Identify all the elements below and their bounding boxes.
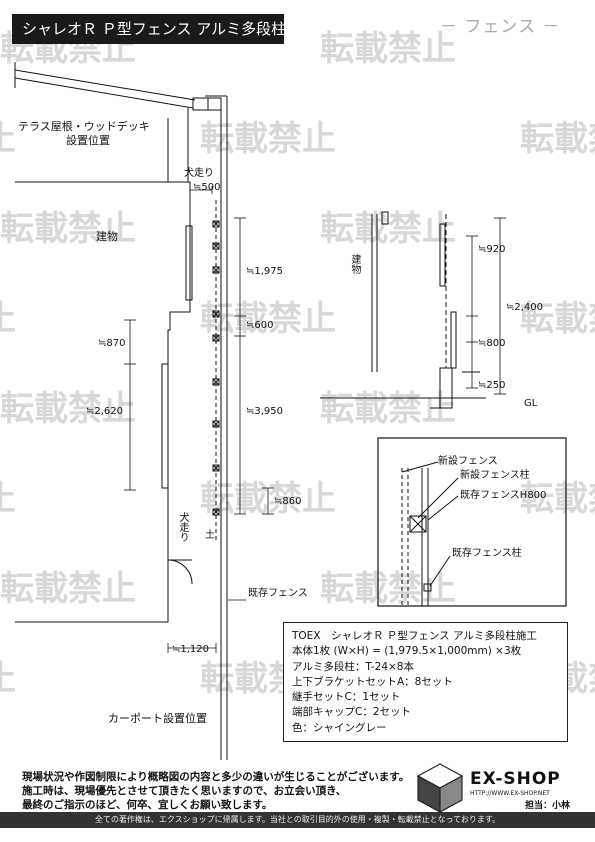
spec-line: 色：シャイングレー — [292, 721, 387, 734]
new-fence-label: 新設フェンス — [438, 456, 498, 467]
window — [161, 363, 169, 489]
notice-line: 最終のご指示のほど、何卒、宜しくお願い致します。 — [22, 799, 273, 811]
watermark-text: 転載禁止 — [320, 389, 456, 429]
dim-860: ≒860 — [274, 496, 302, 507]
brand-url: HTTP://WWW.EX-SHOP.NET — [470, 790, 550, 797]
watermark-text: 転載禁止 — [520, 119, 595, 159]
dim-870: ≒870 — [98, 338, 126, 349]
existing-fence-label: 既存フェンス — [248, 588, 308, 599]
brand-name: EX-SHOP — [470, 769, 561, 789]
elevation-building-label: 建物 — [349, 254, 360, 274]
watermark-text: 転載禁止 — [320, 569, 456, 609]
watermark-text: 転載禁止 — [0, 209, 136, 249]
building-outline — [15, 108, 191, 623]
spec-line: アルミ多段柱：T-24×8本 — [292, 660, 414, 673]
roof-line — [14, 69, 196, 101]
elevation-view — [320, 211, 506, 409]
watermark-text: 転載禁止 — [320, 29, 456, 69]
plan-dimensions — [124, 186, 274, 653]
dim-2620: ≒2,620 — [86, 406, 124, 417]
carport-label: カーポート設置位置 — [108, 712, 207, 725]
spec-box: TOEX シャレオＲ Ｐ型フェンス アルミ多段柱施工 本体1枚 (W×H) = … — [283, 622, 568, 742]
watermark-text: 転載禁止 — [0, 479, 16, 519]
category-label: － フェンス － — [440, 17, 561, 37]
dim-800: ≒800 — [478, 338, 506, 349]
watermark-text: 転載禁止 — [0, 299, 16, 339]
notice-line: 施工時は、現場優先とさせて頂きたく思いますので、お立会い頂き、 — [22, 785, 347, 797]
dim-2400: ≒2,400 — [506, 302, 544, 313]
notice-text: 現場状況や作図制限により概略図の内容と多少の違いが生じることがございます。 施工… — [22, 770, 410, 812]
building-label: 建物 — [96, 230, 118, 243]
watermark-text: 転載禁止 — [0, 119, 16, 159]
detail-view — [377, 437, 567, 607]
new-post-label: 新設フェンス柱 — [460, 470, 530, 481]
dim-600: ≒600 — [246, 320, 274, 331]
soil-label: 土 — [205, 530, 215, 541]
copyright-footer: 全ての著作権は、エクスショップに帰属します。当社との取引目的外の使用・複製・転載… — [0, 812, 595, 828]
dog-run-label: 犬走り — [184, 168, 214, 179]
dim-500: ≒500 — [193, 182, 221, 193]
roof-line-inner — [14, 77, 194, 109]
watermark-text: 転載禁止 — [200, 119, 336, 159]
existing-fence-h800-label: 既存フェンスH800 — [460, 490, 547, 501]
dim-3950: ≒3,950 — [246, 406, 284, 417]
spec-line: 本体1枚 (W×H) = (1,979.5×1,000mm) ×3枚 — [292, 645, 522, 658]
dim-250: ≒250 — [478, 380, 506, 391]
spec-line: 上下ブラケットセットA：8セット — [292, 675, 453, 688]
door — [167, 559, 193, 585]
spec-line: 継手セットC：1セット — [292, 691, 401, 704]
new-fence-posts — [212, 220, 220, 516]
dim-1975: ≒1,975 — [246, 266, 284, 277]
watermark-text: 転載禁止 — [520, 479, 595, 519]
watermark-text: 転載禁止 — [0, 569, 136, 609]
notice-line: 現場状況や作図制限により概略図の内容と多少の違いが生じることがございます。 — [22, 771, 410, 783]
window — [185, 225, 193, 301]
watermark-text: 転載禁止 — [200, 299, 336, 339]
watermark-text: 転載禁止 — [0, 389, 136, 429]
dim-920: ≒920 — [478, 244, 506, 255]
spec-line: TOEX シャレオＲ Ｐ型フェンス アルミ多段柱施工 — [292, 630, 537, 642]
terrace-label-sub: 設置位置 — [66, 134, 110, 147]
watermark-text: 転載禁止 — [520, 299, 595, 339]
gl-label: GL — [524, 398, 538, 409]
watermark-text: 転載禁止 — [0, 659, 16, 699]
staff-label: 担当：小林 — [525, 801, 571, 811]
dog-run-side-label: 犬走り — [177, 512, 188, 542]
dim-1120: ≒1,120 — [172, 644, 210, 655]
roof-block — [192, 97, 222, 111]
spec-line: 端部キャップC：2セット — [292, 706, 412, 719]
terrace-label: テラス屋根・ウッドデッキ — [18, 120, 150, 133]
page-title: シャレオＲ Ｐ型フェンス アルミ多段柱施工 — [12, 14, 316, 44]
existing-post-label: 既存フェンス柱 — [452, 548, 522, 559]
